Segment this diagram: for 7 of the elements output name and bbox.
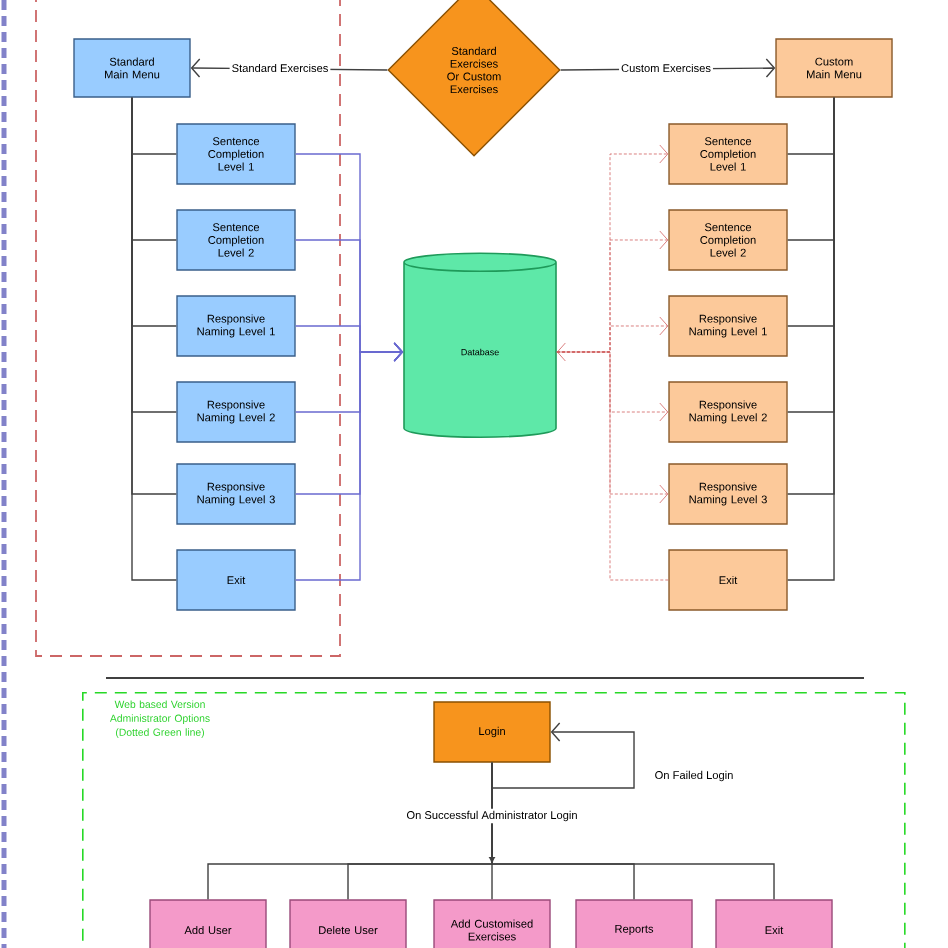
- connector: [295, 342, 404, 581]
- connector: [491, 722, 635, 789]
- connector: [131, 97, 177, 581]
- connector: [787, 97, 835, 581]
- connector: [556, 342, 669, 581]
- connector: [556, 351, 669, 504]
- connector: [491, 762, 775, 900]
